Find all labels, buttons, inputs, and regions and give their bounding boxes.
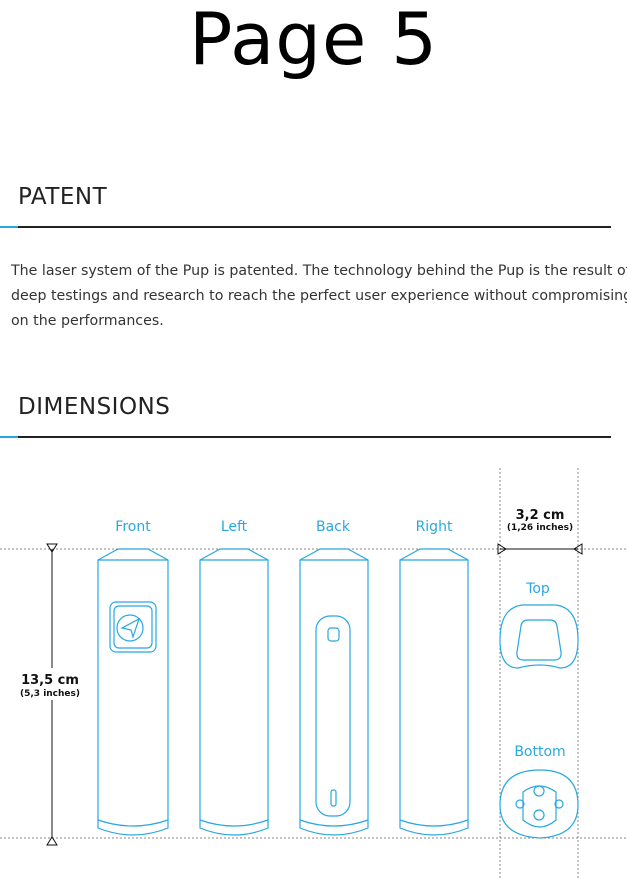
patent-divider xyxy=(0,226,611,228)
height-value: 13,5 cm xyxy=(21,673,79,688)
view-label-left: Left xyxy=(221,519,248,535)
patent-line-1: The laser system of the Pup is patented.… xyxy=(11,263,627,279)
dimensions-heading: DIMENSIONS xyxy=(18,394,171,420)
paper-plane-icon xyxy=(120,617,141,640)
device-right-view xyxy=(399,548,469,836)
dimensions-divider xyxy=(0,436,611,438)
patent-paragraph: The laser system of the Pup is patented.… xyxy=(11,259,627,334)
height-dimension: 13,5 cm (5,3 inches) xyxy=(18,543,86,846)
device-back-view xyxy=(299,548,369,836)
view-label-top: Top xyxy=(525,581,550,597)
device-front-view xyxy=(97,548,169,836)
device-left-view xyxy=(199,548,269,836)
device-top-view xyxy=(499,604,579,669)
page-title: Page 5 xyxy=(189,0,438,81)
patent-line-2: deep testings and research to reach the … xyxy=(11,288,627,304)
width-value: 3,2 cm xyxy=(516,508,565,523)
dimensions-divider-accent xyxy=(0,436,18,438)
device-bottom-view xyxy=(499,769,579,839)
view-label-back: Back xyxy=(316,519,351,535)
height-inches: (5,3 inches) xyxy=(20,689,80,699)
patent-divider-accent xyxy=(0,226,18,228)
guide-lines xyxy=(0,468,627,879)
laser-button-icon xyxy=(116,614,144,642)
view-label-right: Right xyxy=(416,519,453,535)
dimensions-diagram: 13,5 cm (5,3 inches) 3,2 cm (1,26 inches… xyxy=(0,468,627,879)
view-label-bottom: Bottom xyxy=(514,744,565,760)
width-dimension: 3,2 cm (1,26 inches) xyxy=(497,508,583,555)
view-label-front: Front xyxy=(115,519,151,535)
width-inches: (1,26 inches) xyxy=(507,523,573,533)
patent-heading: PATENT xyxy=(18,184,108,210)
patent-line-3: on the performances. xyxy=(11,313,164,329)
